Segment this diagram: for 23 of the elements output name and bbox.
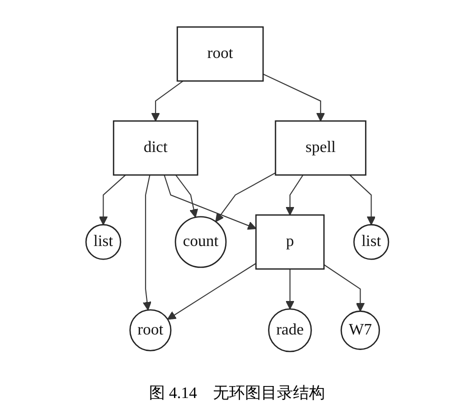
arrow: [142, 174, 152, 311]
arrow: [215, 172, 276, 222]
arrow: [98, 174, 126, 226]
node-circle: list: [353, 224, 389, 260]
arrow: [285, 268, 294, 310]
node-circle: count: [174, 216, 226, 268]
node-box: p: [255, 214, 324, 270]
arrow: [166, 263, 256, 320]
figure-caption: 图 4.14 无环图目录结构: [149, 384, 325, 404]
arrow: [285, 174, 304, 216]
node-circle: rade: [268, 308, 312, 352]
arrow: [174, 174, 198, 218]
node-circle: root: [129, 309, 172, 352]
node-box: root: [176, 26, 264, 82]
node-circle: W7: [340, 310, 380, 350]
node-box: spell: [274, 120, 366, 176]
node-box: dict: [112, 120, 198, 176]
arrow: [348, 174, 376, 226]
node-circle: list: [85, 224, 121, 260]
arrow: [150, 80, 184, 122]
arrow: [164, 174, 256, 230]
arrow: [262, 74, 325, 122]
arrow: [323, 264, 364, 312]
